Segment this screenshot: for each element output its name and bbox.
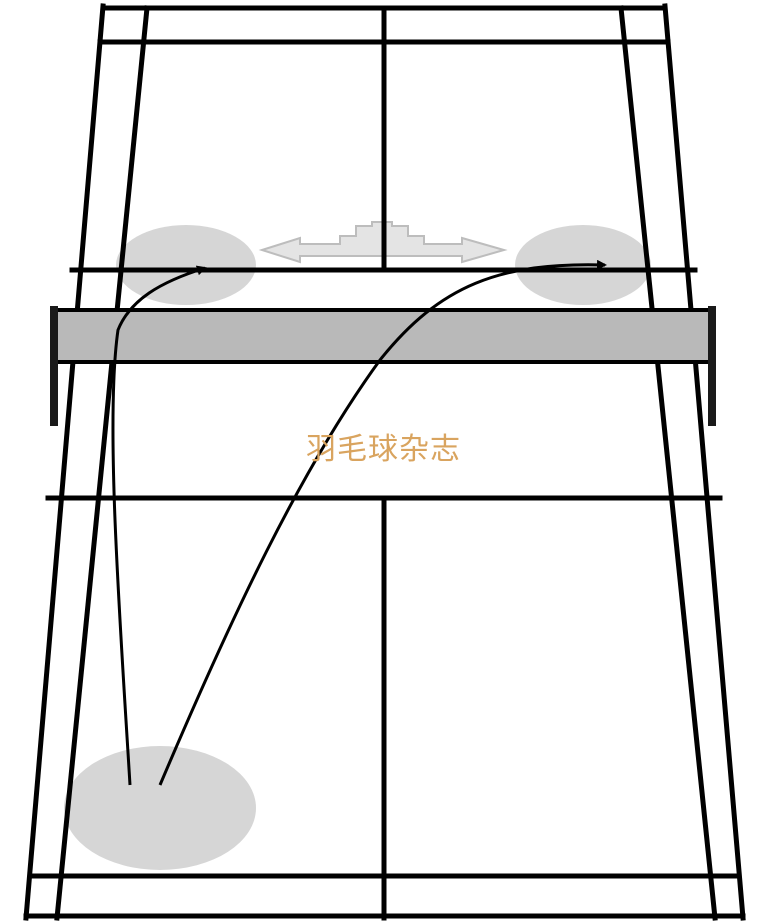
outer-sideline-right (662, 3, 746, 921)
shot-path-straight (111, 265, 207, 786)
inner-sideline-left (54, 5, 150, 921)
shot-path-cross (158, 259, 607, 786)
player-zone (64, 746, 256, 870)
net-post-right (708, 306, 716, 426)
net-post-left (50, 306, 58, 426)
watermark-text: 羽毛球杂志 (306, 432, 461, 467)
outer-sideline-left (23, 3, 106, 921)
inner-sideline-right (618, 5, 718, 921)
target-zone-left (116, 225, 256, 305)
